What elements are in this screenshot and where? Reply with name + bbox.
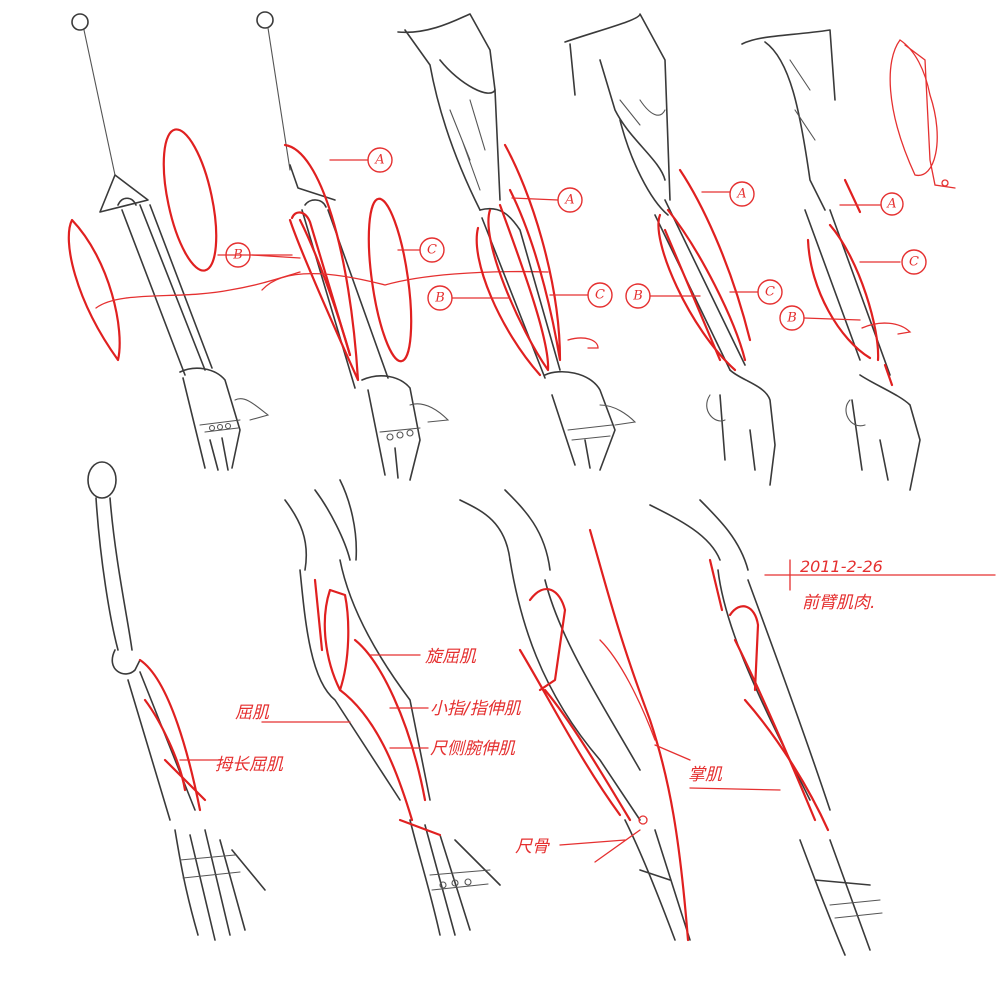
reference-sketch-top-right — [889, 39, 956, 189]
figure-3-muscles: A B C — [427, 143, 613, 377]
figure-9-forearm — [649, 499, 883, 956]
note-title: 前臂肌肉. — [802, 593, 875, 613]
fig4-label-c: C — [765, 285, 775, 300]
figure-8-muscles — [518, 528, 690, 942]
fig2-label-c: C — [427, 243, 437, 258]
figure-6-muscles — [138, 658, 223, 812]
fig1-label-b: B — [232, 248, 243, 263]
figure-2-forearm-with-muscles — [256, 11, 450, 481]
annotation-palmar: 掌肌 — [688, 765, 723, 785]
figure-7-muscles — [313, 578, 442, 837]
annotation-digit-extensor: 小指/指伸肌 — [430, 699, 522, 719]
figure-2-muscles: A C — [251, 143, 549, 382]
fig2-label-a: A — [374, 153, 384, 168]
annotation-flexor-pollicis-longus: 拇长屈肌 — [215, 755, 284, 775]
fig5-label-a: A — [886, 197, 896, 212]
figure-7-forearm — [284, 479, 501, 936]
fig3-label-a: A — [564, 193, 574, 208]
figure-3-forearm-upper-arm — [397, 13, 637, 471]
fig5-label-c: C — [909, 255, 919, 270]
fig4-label-a: A — [736, 187, 746, 202]
annotation-brachioradialis: 旋屈肌 — [425, 647, 477, 667]
figure-1-muscle-shapes: B — [67, 128, 301, 362]
figure-5-muscles: A C B — [779, 178, 927, 387]
fig4-label-b: B — [632, 289, 643, 304]
date-note: 2011-2-26 前臂肌肉. — [764, 557, 996, 613]
fig3-label-c: C — [595, 288, 605, 303]
fig5-label-b: B — [786, 311, 797, 326]
annotation-ulna: 尺骨 — [515, 837, 550, 857]
annotation-carpi-ulnaris: 尺侧腕伸肌 — [430, 739, 516, 759]
figure-5-forearm-upper-arm — [741, 29, 921, 491]
note-date: 2011-2-26 — [800, 557, 883, 576]
figure-4-muscles: A B C — [625, 168, 783, 372]
annotation-flexor: 屈肌 — [235, 703, 270, 723]
figure-9-muscles — [708, 558, 830, 832]
bottom-annotations: 旋屈肌 屈肌 拇长屈肌 小指/指伸肌 尺侧腕伸肌 尺骨 掌肌 — [215, 647, 781, 863]
figure-8-forearm — [459, 489, 691, 941]
figure-6-skeleton-forearm — [87, 461, 266, 941]
figure-1-skeleton-forearm — [71, 13, 270, 471]
figure-4-forearm-upper-arm — [564, 13, 776, 486]
fig3-label-b: B — [434, 291, 445, 306]
